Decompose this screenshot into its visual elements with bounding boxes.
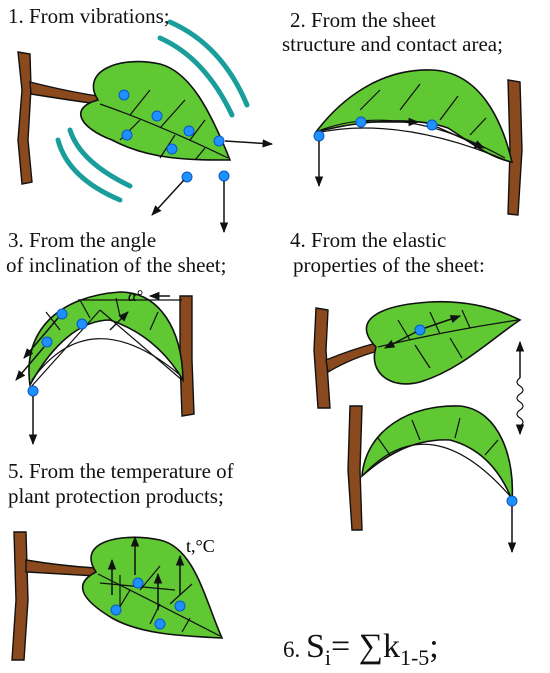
- caption-1: 1. From vibrations;: [8, 4, 170, 28]
- stem: [29, 81, 99, 105]
- branch: [17, 51, 33, 185]
- formula-s: S: [306, 628, 325, 665]
- stem: [25, 559, 97, 577]
- vibration-wave: [167, 19, 250, 108]
- caption-5-line1: 5. From the temperature of: [8, 459, 234, 483]
- formula-k-sub: 1-5: [399, 645, 430, 670]
- branch: [11, 531, 29, 661]
- vibration-wave: [157, 35, 235, 118]
- droplet: [132, 577, 144, 589]
- droplet: [174, 600, 186, 612]
- droplet: [76, 318, 88, 330]
- leaf: [361, 405, 514, 501]
- droplet: [213, 135, 225, 147]
- panel-elastic: [313, 300, 525, 554]
- stem: [325, 342, 379, 374]
- droplet: [218, 170, 230, 182]
- vibration-wave: [67, 127, 133, 189]
- branch: [313, 307, 331, 409]
- droplet: [355, 116, 367, 128]
- formula-number: 6.: [283, 637, 301, 662]
- temperature-label: t,°C: [186, 536, 215, 556]
- formula-sum: = ∑k: [331, 628, 400, 665]
- droplet: [151, 110, 163, 122]
- angle-label: α°: [128, 288, 143, 305]
- droplet: [506, 495, 518, 507]
- caption-4-line1: 4. From the elastic: [290, 228, 447, 252]
- formula: 6. Si= ∑k1-5;: [283, 628, 439, 671]
- droplet: [110, 604, 122, 616]
- branch: [179, 295, 195, 417]
- droplet: [56, 308, 68, 320]
- panel-inclination: α°: [15, 288, 195, 446]
- droplet: [181, 171, 193, 183]
- caption-5-line2: plant protection products;: [8, 484, 224, 508]
- vibration-wave: [55, 137, 123, 203]
- droplet: [121, 129, 133, 141]
- panel-vibrations: [17, 19, 274, 234]
- droplet: [414, 324, 426, 336]
- caption-2-line2: structure and contact area;: [282, 32, 503, 56]
- panel-temperature: t,°C: [11, 531, 224, 661]
- leaf: [365, 300, 522, 385]
- branch: [347, 405, 363, 531]
- formula-s-sub: i: [324, 645, 332, 670]
- caption-3-line2: of inclination of the sheet;: [6, 253, 227, 277]
- droplet: [313, 130, 325, 142]
- droplet: [154, 618, 166, 630]
- droplet: [118, 89, 130, 101]
- droplet: [166, 143, 178, 155]
- panel-structure: [313, 69, 523, 216]
- caption-2-line1: 2. From the sheet: [290, 8, 436, 32]
- droplet: [426, 119, 438, 131]
- caption-4-line2: properties of the sheet:: [293, 253, 485, 277]
- branch: [507, 79, 523, 216]
- droplet: [41, 336, 53, 348]
- droplet: [183, 125, 195, 137]
- formula-end: ;: [429, 628, 439, 665]
- caption-3-line1: 3. From the angle: [8, 228, 157, 252]
- droplet: [27, 385, 39, 397]
